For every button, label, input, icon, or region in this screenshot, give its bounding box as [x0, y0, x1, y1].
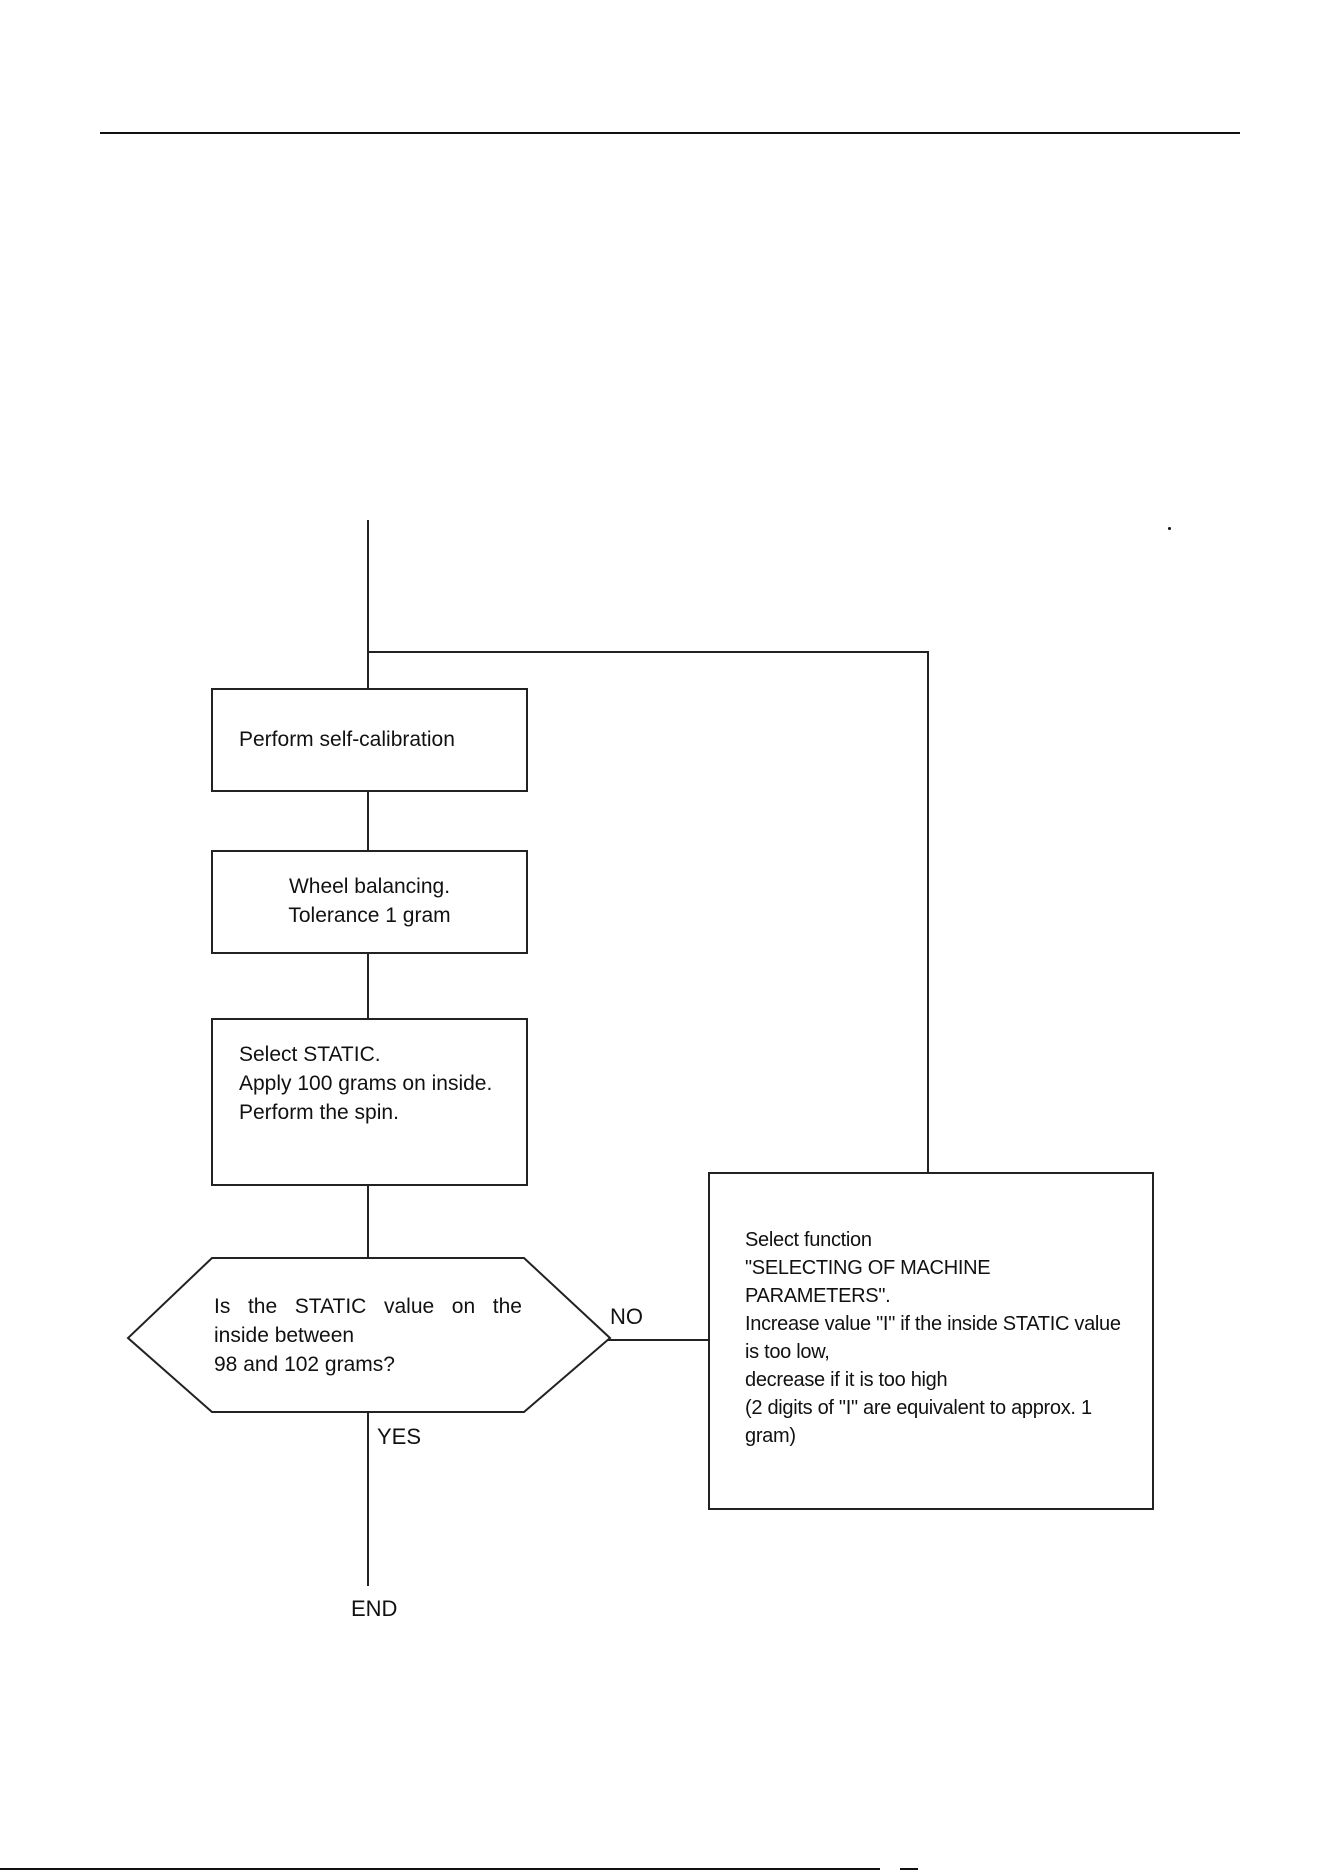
connector-calibration-balancing	[367, 792, 369, 850]
entry-line	[367, 520, 369, 688]
loop-back-top-line	[367, 651, 929, 653]
calibration-step-box	[211, 688, 528, 792]
edge-label-no: NO	[610, 1304, 643, 1329]
connector-balancing-static	[367, 954, 369, 1018]
footer-rule	[0, 1868, 880, 1870]
header-rule	[100, 132, 1240, 134]
static-test-step-box	[211, 1018, 528, 1186]
static-check-decision-text: Is the STATIC value on the inside betwee…	[214, 1295, 522, 1376]
static-check-decision-shape	[126, 1257, 612, 1413]
scan-speck	[1168, 527, 1171, 530]
footer-rule-short	[900, 1868, 918, 1870]
balancing-step-box	[211, 850, 528, 954]
connector-decision-adjust	[608, 1339, 709, 1341]
static-test-step-text: Select STATIC. Apply 100 grams on inside…	[239, 1043, 493, 1124]
end-terminal: END	[351, 1596, 398, 1621]
connector-decision-end	[367, 1412, 369, 1586]
loop-back-right-line	[927, 651, 929, 1172]
adjust-parameters-box	[708, 1172, 1154, 1510]
balancing-step-text: Wheel balancing. Tolerance 1 gram	[288, 875, 451, 927]
adjust-parameters-text: Select function "SELECTING OF MACHINE PA…	[745, 1229, 1121, 1447]
connector-static-decision	[367, 1186, 369, 1260]
edge-label-yes: YES	[377, 1424, 422, 1449]
calibration-step-text: Perform self-calibration	[239, 728, 455, 751]
